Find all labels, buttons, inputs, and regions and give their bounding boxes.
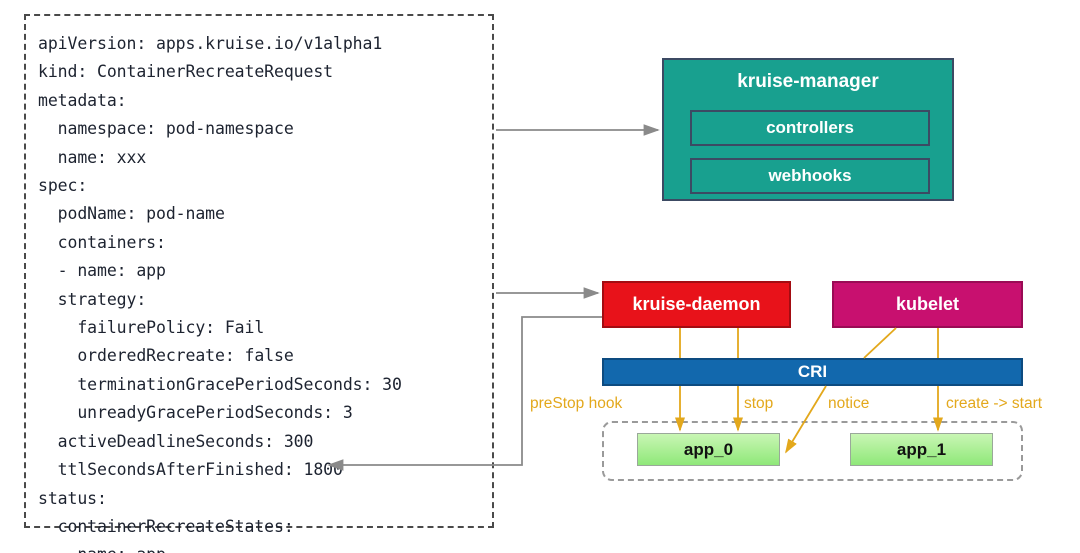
flow-label-create-start: create -> start	[946, 395, 1043, 412]
kruise-manager-title: kruise-manager	[737, 71, 879, 92]
app-1-container-box: app_1	[850, 433, 993, 466]
yaml-manifest-text: apiVersion: apps.kruise.io/v1alpha1 kind…	[38, 34, 402, 553]
app-0-container-box: app_0	[637, 433, 780, 466]
controllers-box: controllers	[690, 110, 930, 146]
cri-box: CRI	[602, 358, 1023, 386]
kruise-manager-box: kruise-manager controllers webhooks	[662, 58, 954, 201]
yaml-manifest-panel: apiVersion: apps.kruise.io/v1alpha1 kind…	[24, 14, 494, 553]
flow-label-prestop-hook: preStop hook	[530, 395, 623, 412]
kubelet-box: kubelet	[832, 281, 1023, 328]
kruise-daemon-box: kruise-daemon	[602, 281, 791, 328]
flow-label-stop: stop	[744, 395, 774, 412]
flow-label-notice: notice	[828, 395, 870, 412]
webhooks-box: webhooks	[690, 158, 930, 194]
connector-kubelet-to-cri-notice	[863, 327, 897, 359]
